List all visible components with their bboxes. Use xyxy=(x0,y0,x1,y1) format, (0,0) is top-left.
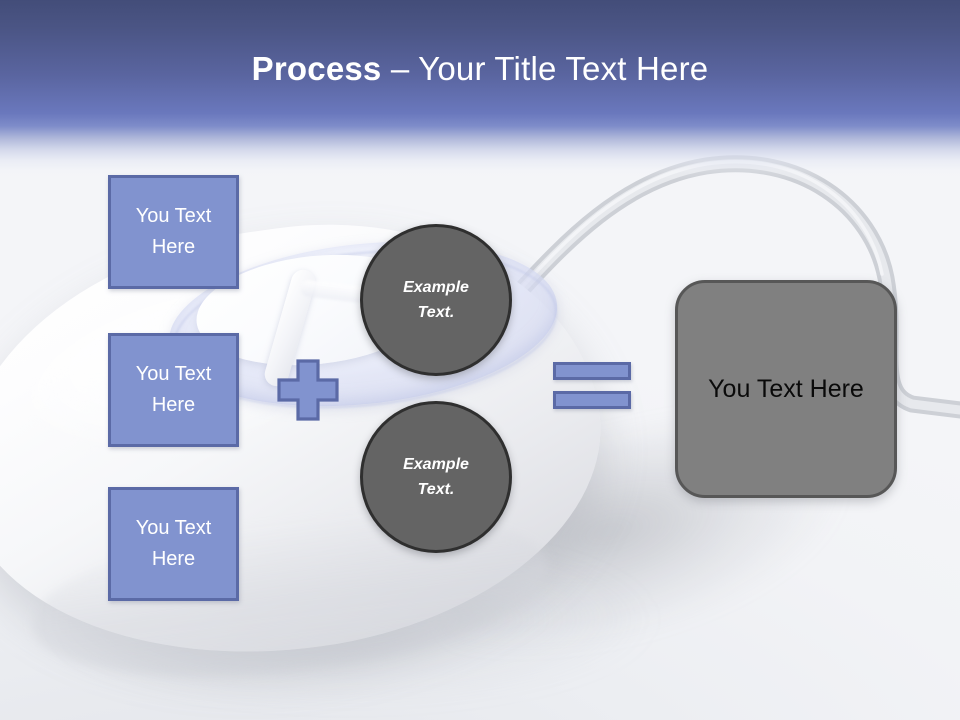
plus-icon xyxy=(277,359,339,421)
equals-bar-top xyxy=(553,362,631,380)
example-circle-1-label: Example Text. xyxy=(403,279,469,321)
equals-bar-bottom xyxy=(553,391,631,409)
page-title-bold: Process xyxy=(251,50,382,87)
input-box-1[interactable]: You Text Here xyxy=(108,175,239,289)
equals-icon xyxy=(553,360,637,414)
title-banner: Process – Your Title Text Here xyxy=(0,0,960,180)
example-circle-2[interactable]: Example Text. xyxy=(360,401,512,553)
input-box-1-label: You Text Here xyxy=(135,205,212,258)
input-box-2[interactable]: You Text Here xyxy=(108,333,239,447)
input-box-2-label: You Text Here xyxy=(135,363,212,416)
input-box-3-label: You Text Here xyxy=(135,517,212,570)
result-box-label: You Text Here xyxy=(708,375,864,403)
input-box-3[interactable]: You Text Here xyxy=(108,487,239,601)
page-title-rest: – Your Title Text Here xyxy=(381,50,709,87)
example-circle-1[interactable]: Example Text. xyxy=(360,224,512,376)
example-circle-2-label: Example Text. xyxy=(403,456,469,498)
page-title: Process – Your Title Text Here xyxy=(0,48,960,90)
result-box[interactable]: You Text Here xyxy=(675,280,897,498)
